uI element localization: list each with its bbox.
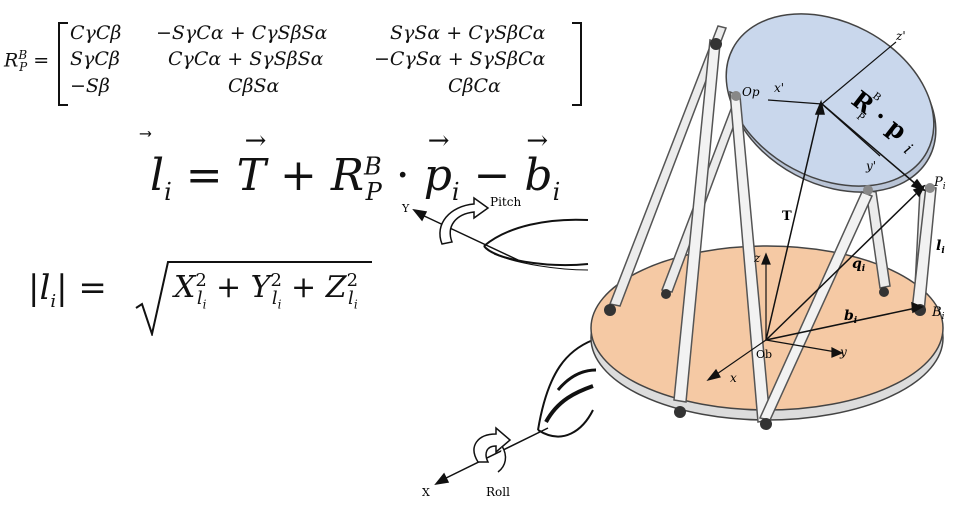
vector-l: ⃗l (150, 150, 165, 201)
matrix-right-bracket (572, 22, 582, 106)
vector-p: →p (423, 126, 452, 201)
top-plate (725, 13, 937, 193)
matrix-cell: SγSα + CγSβCα (390, 22, 546, 44)
matrix-cell: CβSα (228, 75, 280, 97)
equals-sign: = (171, 150, 237, 201)
radicand: X2li + Y2li + Z2li (174, 270, 359, 312)
vector-b: →b (524, 126, 553, 201)
matrix-cell: −CγSα + SγSβCα (374, 48, 546, 70)
front-struts (673, 38, 937, 423)
matrix-cell: SγCβ (70, 48, 120, 70)
base-origin-label: Ob (756, 348, 772, 361)
base-x-axis-label: x (730, 371, 737, 385)
stewart-platform-diagram: Op x' y' z' R · p B P i Pi T qi li bi Bi… (590, 13, 946, 430)
top-origin-label: Op (742, 85, 760, 99)
matrix-lhs-symbol: R (4, 49, 19, 72)
subscript-i: i (552, 177, 561, 206)
matrix-lhs-sub: P (19, 60, 28, 75)
y-axis-arrow (412, 208, 519, 261)
pitch-rotation-arrow (439, 196, 490, 245)
bi-point-label: Bi (931, 305, 945, 322)
x-axis-label: X (422, 486, 430, 499)
aircraft-fuselage-sketch (483, 218, 597, 438)
base-z-axis-label: z (753, 251, 761, 265)
top-x-axis-label: x' (774, 81, 784, 95)
matrix-left-bracket (58, 22, 68, 106)
plus-sign: + (265, 150, 331, 201)
aircraft-axes-sketch: Y Pitch X Roll (401, 195, 597, 499)
rotation-sup: B (363, 152, 382, 181)
pitch-label: Pitch (490, 195, 521, 209)
matrix-lhs-sup: B (18, 48, 28, 62)
leg-vector-label: li (936, 238, 945, 256)
x-axis-arrow (434, 427, 549, 486)
base-y-axis-label: y (839, 345, 847, 359)
matrix-cell: CγCβ (70, 22, 122, 44)
matrix-cell: −Sβ (70, 75, 110, 97)
minus-sign: − (459, 150, 525, 201)
translation-vector-label: T (782, 209, 792, 224)
radical-sign (135, 261, 372, 336)
subscript-i: i (451, 177, 460, 206)
matrix-cell: CβCα (448, 75, 501, 97)
roll-label: Roll (486, 485, 510, 499)
pi-point-label: Pi (933, 175, 946, 192)
leg-length-equation: |li| = X2li + Y2li + Z2li (28, 256, 373, 336)
vector-arrows (765, 99, 926, 341)
dot-operator: · (381, 150, 424, 201)
matrix-cell: −SγCα + CγSβSα (156, 22, 328, 44)
top-z-axis-label: z' (895, 29, 906, 43)
b-vector-label: bi (844, 308, 858, 326)
leg-length-lhs: |li| = (28, 268, 107, 312)
y-axis-label: Y (401, 202, 410, 215)
matrix-lhs: RBP = (4, 48, 50, 75)
q-vector-label: qi (852, 256, 866, 274)
leg-vector-equation: ⃗li = →T + RBP · →pi − →bi (150, 126, 561, 206)
matrix-cell: CγCα + SγSβSα (168, 48, 324, 70)
vector-t: →T (236, 126, 267, 201)
top-y-axis-label: y' (865, 159, 876, 173)
rotation-sub: P (365, 177, 382, 206)
top-plate-face (725, 13, 935, 187)
subscript-i: i (164, 177, 172, 206)
rotation-symbol: R (330, 150, 364, 201)
base-frame-axes (706, 252, 844, 382)
roll-rotation-arrow (473, 426, 512, 473)
rotation-matrix: RBP = CγCβ −SγCα + CγSβSα SγSα + CγSβCα … (2, 20, 586, 106)
joint-markers (604, 38, 935, 430)
